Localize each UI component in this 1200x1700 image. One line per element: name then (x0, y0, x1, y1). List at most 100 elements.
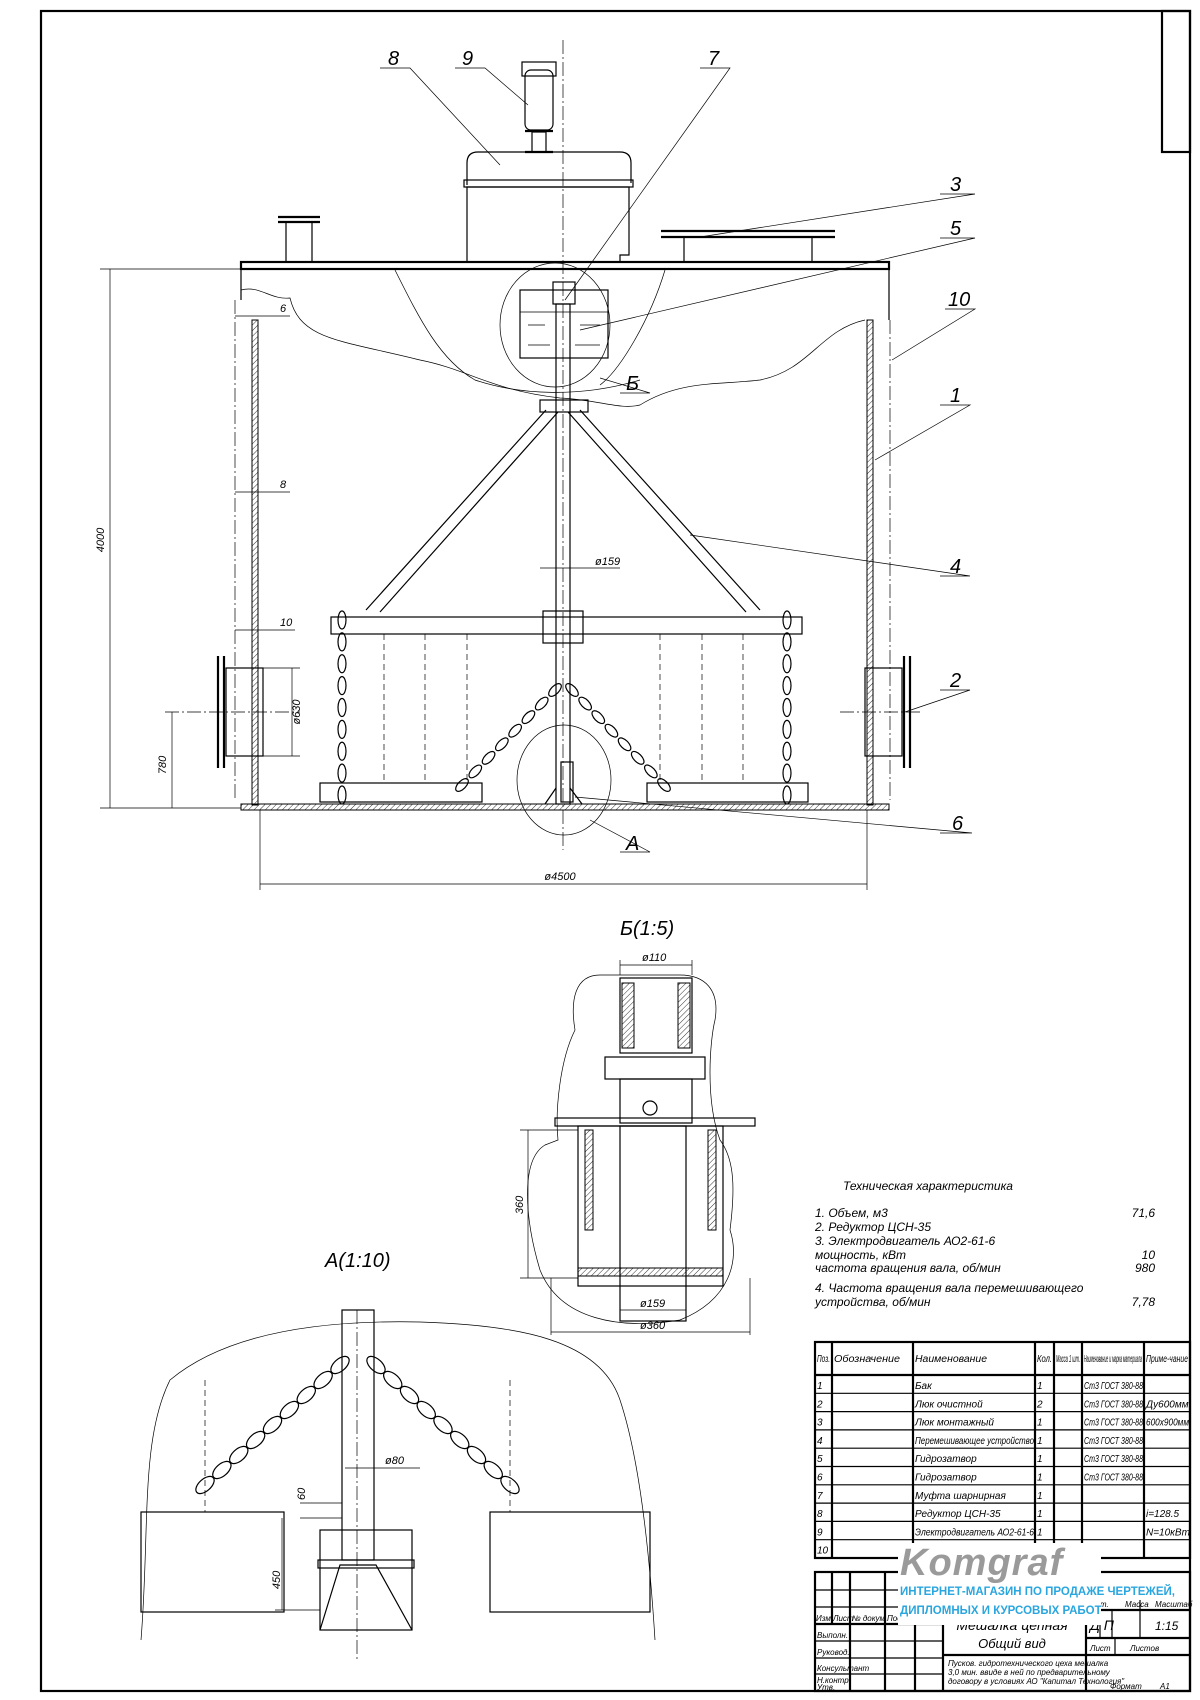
watermark-line-2: ДИПЛОМНЫХ И КУРСОВЫХ РАБОТ (900, 1605, 1102, 1617)
format-label: Формат (1110, 1682, 1142, 1691)
chain-link (782, 763, 792, 783)
shaft (555, 303, 571, 805)
chain-link (782, 632, 792, 652)
table-cell: Муфта шарнирная (915, 1490, 1006, 1502)
blade-right (646, 782, 809, 803)
chain-link (604, 723, 619, 738)
chain-link (591, 710, 606, 725)
tech-spec-value: 7,78 (1132, 1295, 1156, 1309)
tech-spec-line: 2. Редуктор ЦСН-35 (814, 1220, 931, 1234)
chain-link (481, 750, 496, 765)
tech-spec-value: 71,6 (1132, 1206, 1156, 1220)
tank-roof (239, 260, 891, 271)
table-cell: 600х900мм (1146, 1418, 1189, 1429)
chain-link (548, 683, 562, 697)
detail-a-view: А(1:10) ø80 60 450 (140, 1250, 656, 1660)
table-cell: 4 (817, 1436, 823, 1447)
detail-a-mark: А (625, 833, 639, 855)
detail-a-circle (516, 724, 612, 836)
table-cell: 1 (817, 1381, 823, 1392)
detail-b-mark: Б (626, 373, 639, 395)
sheets-label: Листов (1129, 1644, 1159, 1653)
table-cell: 3 (817, 1418, 823, 1429)
table-header: Обозначение (834, 1353, 900, 1365)
callout-4: 4 (950, 556, 961, 578)
table-cell: 1 (1037, 1381, 1043, 1392)
main-view: 4000 780 ø630 ø4500 ø159 6 8 10 1 2 3 4 … (95, 40, 977, 890)
title-block-role: Руковод. (817, 1648, 850, 1657)
title-block-role: Н.контр. (817, 1676, 851, 1685)
chain-link (337, 676, 347, 696)
callout-2: 2 (949, 670, 961, 692)
detail-a-shaft (341, 1309, 375, 1561)
table-cell: i=128.5 (1146, 1509, 1180, 1520)
table-cell: N=10кВт (1146, 1527, 1190, 1538)
title-block-col-header: Лист (832, 1614, 854, 1623)
table-cell: Люк монтажный (914, 1418, 994, 1429)
detail-a-dim-shaft: ø80 (385, 1455, 405, 1467)
org-note-2: 3,0 мин. ввиде в ней по предварительному (948, 1668, 1111, 1677)
chain-link (337, 785, 347, 805)
chain-link (337, 697, 347, 718)
detail-b-dim-shaft: ø159 (640, 1298, 665, 1310)
sheet-frame (39, 9, 1192, 1693)
table-cell: Гидрозатвор (915, 1473, 977, 1484)
chain-link (337, 763, 347, 783)
scale-label: Масштаб (1155, 1600, 1193, 1609)
chain-link (195, 1475, 215, 1495)
chain-link (337, 610, 347, 630)
dim-wall-6: 6 (280, 303, 287, 315)
chain-link (782, 741, 792, 761)
chain-link (782, 719, 792, 739)
title-block-col-header: Изм. (816, 1614, 833, 1623)
tech-spec-line: 3. Электродвигатель АО2-61-6 (815, 1234, 996, 1248)
komgraf-logo: Komgraf (900, 1542, 1066, 1584)
chain-link (565, 683, 579, 697)
table-cell: 10 (817, 1546, 829, 1557)
komgraf-watermark: Komgraf ИНТЕРНЕТ-МАГАЗИН ПО ПРОДАЖЕ ЧЕРТ… (898, 1542, 1175, 1625)
table-cell: 1 (1037, 1418, 1043, 1429)
table-cell: Ст3 ГОСТ 380-88 (1084, 1418, 1143, 1429)
detail-b-view: Б(1:5) ø110 360 ø159 ø360 (514, 918, 756, 1335)
table-cell: Электродвигатель АО2-61-6 (915, 1527, 1034, 1538)
callout-1: 1 (950, 385, 961, 407)
org-note-1: Пусков. гидротехнического цеха мешалка (948, 1659, 1109, 1668)
tech-spec-title: Техническая характеристика (843, 1179, 1013, 1193)
table-cell: Перемешивающее устройство (915, 1436, 1034, 1447)
blade-left (319, 782, 483, 803)
table-cell: 2 (816, 1399, 823, 1410)
tank-wall-left (251, 319, 259, 806)
detail-a-title: А(1:10) (324, 1250, 391, 1272)
dim-height: 4000 (95, 527, 107, 552)
title-block-role: Выполн. (817, 1631, 848, 1640)
chain-link (578, 696, 593, 711)
chain-link (500, 1475, 520, 1495)
chain-link (630, 750, 645, 765)
format-value: А1 (1159, 1682, 1170, 1691)
chain-link (657, 778, 671, 792)
tech-spec-line: мощность, кВт (815, 1248, 906, 1262)
table-cell: Люк очистной (914, 1399, 983, 1410)
chain-link (337, 719, 347, 739)
callout-6: 6 (952, 813, 964, 835)
table-cell: Ду600мм (1145, 1399, 1189, 1410)
scale-value: 1:15 (1155, 1619, 1179, 1633)
title-block-col-header: Подп. (887, 1614, 908, 1623)
dim-nozzle-height: 780 (157, 755, 169, 774)
tech-spec-value: 980 (1135, 1261, 1155, 1275)
dim-wall-10: 10 (280, 617, 293, 629)
detail-a-dim-gap: 60 (296, 1487, 308, 1500)
mass-label: Масса (1125, 1600, 1149, 1609)
chain-link (468, 764, 483, 779)
detail-b-dim-top: ø110 (642, 952, 667, 964)
table-cell: Ст3 ГОСТ 380-88 (1084, 1399, 1143, 1410)
chains (337, 610, 792, 805)
table-header: Кол. (1037, 1354, 1052, 1365)
table-cell: 9 (817, 1527, 823, 1538)
table-header: Приме-чание (1146, 1354, 1188, 1365)
table-cell: 1 (1037, 1509, 1043, 1520)
drawing-title-2: Общий вид (978, 1636, 1046, 1651)
table-cell: Гидрозатвор (915, 1454, 977, 1465)
